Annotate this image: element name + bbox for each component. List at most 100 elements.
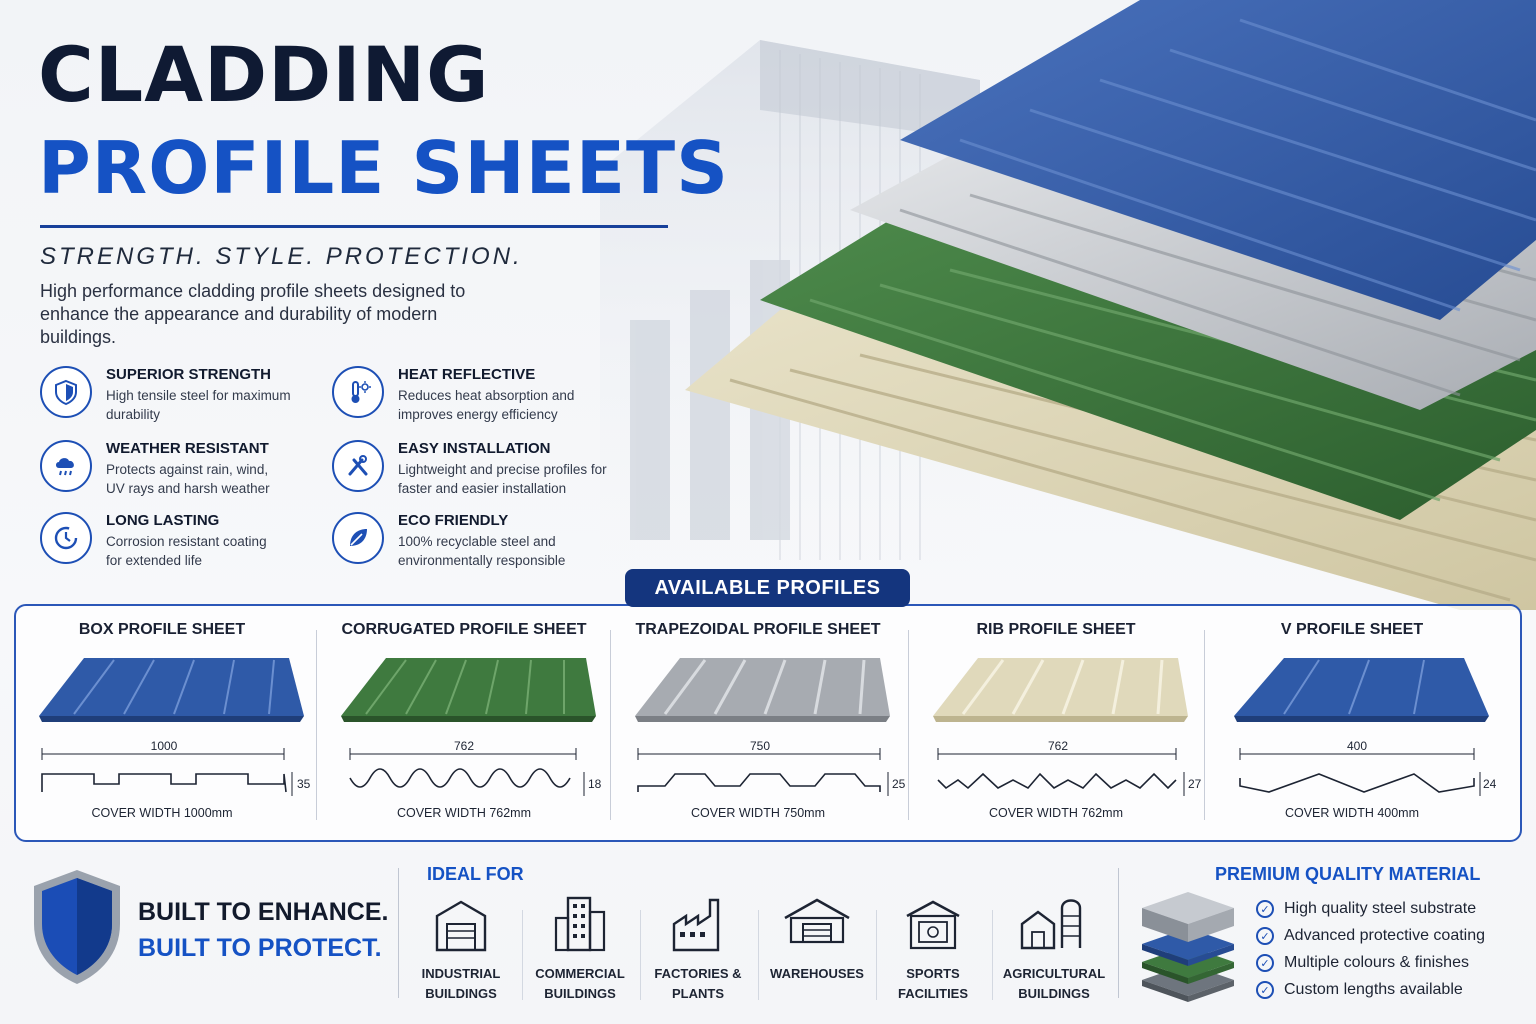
- profile-name: V PROFILE SHEET: [1280, 621, 1424, 638]
- dim-width: 1000: [151, 739, 178, 753]
- feature-title: WEATHER RESISTANT: [106, 440, 269, 457]
- feature-desc: High tensile steel for maximum durabilit…: [106, 388, 291, 422]
- sports-hall-icon: [906, 900, 960, 950]
- profile-box: BOX PROFILE SHEET 1000 35 COVER WIDTH 10…: [14, 606, 311, 840]
- ideal-label-1: AGRICULTURAL: [1002, 966, 1106, 981]
- profile-divider: [908, 630, 909, 820]
- profile-divider: [610, 630, 611, 820]
- cover-width: COVER WIDTH 1000mm: [91, 806, 233, 820]
- section-divider: [1118, 868, 1119, 998]
- premium-item-label: Multiple colours & finishes: [1284, 954, 1469, 971]
- leaf-icon: [332, 512, 384, 564]
- feature-heat-reflective: HEAT REFLECTIVE Reduces heat absorption …: [332, 366, 592, 426]
- cover-width: COVER WIDTH 762mm: [396, 806, 532, 820]
- ideal-label-2: BUILDINGS: [1018, 986, 1090, 1001]
- check-icon: ✓: [1256, 900, 1274, 918]
- feature-title: LONG LASTING: [106, 512, 220, 529]
- ideal-divider: [758, 910, 759, 1000]
- ideal-label-1: FACTORIES &: [654, 966, 742, 981]
- feature-title: ECO FRIENDLY: [398, 512, 509, 529]
- feature-weather-resistant: WEATHER RESISTANT Protects against rain,…: [40, 440, 300, 500]
- trapezoidal-profile-diagram: 750 25: [637, 739, 906, 796]
- ideal-label-1: COMMERCIAL: [535, 966, 625, 981]
- dim-height: 24: [1483, 777, 1497, 791]
- dim-height: 35: [297, 777, 311, 791]
- intro-text: High performance cladding profile sheets…: [40, 281, 466, 347]
- dim-height: 27: [1188, 777, 1202, 791]
- ideal-divider: [640, 910, 641, 1000]
- clock-icon: [40, 512, 92, 564]
- v-profile-image: [1234, 658, 1489, 722]
- section-divider: [398, 868, 399, 998]
- feature-title: HEAT REFLECTIVE: [398, 366, 536, 383]
- corrugated-profile-image: [341, 658, 596, 722]
- dim-width: 762: [454, 739, 474, 753]
- office-buildings-icon: [554, 896, 606, 952]
- profile-name: TRAPEZOIDAL PROFILE SHEET: [635, 621, 881, 638]
- feature-long-lasting: LONG LASTING Corrosion resistant coating…: [40, 512, 300, 572]
- dim-height: 25: [892, 777, 906, 791]
- ideal-factories: FACTORIES & PLANTS: [643, 894, 753, 1004]
- v-profile-diagram: 400 24: [1239, 739, 1497, 796]
- warehouse-icon: [784, 898, 850, 944]
- profile-trapezoidal: TRAPEZOIDAL PROFILE SHEET 750 25 COVER W…: [610, 606, 906, 840]
- check-icon: ✓: [1256, 981, 1274, 999]
- material-layers-icon: [1142, 892, 1234, 1002]
- trapezoidal-profile-image: [635, 658, 890, 722]
- cover-width: COVER WIDTH 750mm: [690, 806, 826, 820]
- shield-emblem-icon: [34, 870, 120, 984]
- ideal-divider: [876, 910, 877, 1000]
- ideal-divider: [992, 910, 993, 1000]
- cover-width: COVER WIDTH 400mm: [1284, 806, 1420, 820]
- profiles-badge: AVAILABLE PROFILES: [625, 569, 910, 607]
- ideal-label-1: SPORTS: [906, 966, 960, 981]
- profile-name: RIB PROFILE SHEET: [976, 621, 1136, 638]
- title-line-1: CLADDING: [38, 30, 490, 119]
- dim-width: 750: [750, 739, 770, 753]
- ideal-label-2: PLANTS: [672, 986, 724, 1001]
- ideal-label-1: INDUSTRIAL: [421, 966, 501, 981]
- feature-superior-strength: SUPERIOR STRENGTH High tensile steel for…: [40, 366, 300, 426]
- ideal-sports: SPORTS FACILITIES: [878, 894, 988, 1004]
- feature-desc: 100% recyclable steel and environmentall…: [398, 534, 566, 568]
- premium-item-label: Advanced protective coating: [1284, 927, 1486, 944]
- ideal-divider: [522, 910, 523, 1000]
- ideal-label-1: WAREHOUSES: [770, 966, 864, 981]
- premium-item: ✓Multiple colours & finishes: [1256, 951, 1469, 975]
- tools-icon: [332, 440, 384, 492]
- check-icon: ✓: [1256, 927, 1274, 945]
- ideal-label-2: FACILITIES: [897, 986, 969, 1001]
- profile-name: BOX PROFILE SHEET: [78, 621, 246, 638]
- profile-corrugated: CORRUGATED PROFILE SHEET 762 18 COVER WI…: [316, 606, 612, 840]
- premium-heading: PREMIUM QUALITY MATERIAL: [1215, 864, 1481, 884]
- ideal-warehouses: WAREHOUSES: [762, 894, 872, 1004]
- garage-icon: [435, 900, 487, 952]
- feature-desc: Reduces heat absorption and improves ene…: [398, 388, 575, 422]
- shield-icon: [40, 366, 92, 418]
- premium-item-label: Custom lengths available: [1284, 981, 1463, 998]
- feature-title: EASY INSTALLATION: [398, 440, 551, 457]
- title-line-2: PROFILE SHEETS: [38, 126, 729, 210]
- stacked-profile-sheets-image: [685, 0, 1536, 610]
- premium-item: ✓ High quality steel substrate: [1256, 897, 1476, 921]
- premium-item: ✓ Advanced protective coating: [1256, 924, 1485, 948]
- box-profile-image: [39, 658, 304, 722]
- profile-divider: [1204, 630, 1205, 820]
- dim-width: 762: [1048, 739, 1068, 753]
- built-line-1: BUILT TO ENHANCE.: [138, 898, 389, 926]
- dim-width: 400: [1347, 739, 1367, 753]
- rib-profile-image: [933, 658, 1188, 722]
- feature-desc: Corrosion resistant coating for extended…: [106, 534, 267, 568]
- ideal-agricultural: AGRICULTURAL BUILDINGS: [999, 894, 1109, 1004]
- premium-item: ✓ Custom lengths available: [1256, 978, 1463, 1002]
- factory-icon: [672, 898, 720, 952]
- profile-divider: [316, 630, 317, 820]
- title-divider: [40, 225, 668, 228]
- cloud-rain-icon: [40, 440, 92, 492]
- profile-v: V PROFILE SHEET 400 24 COVER WIDTH 400mm: [1204, 606, 1500, 840]
- premium-item-label: High quality steel substrate: [1284, 900, 1477, 917]
- dim-height: 18: [588, 777, 602, 791]
- ideal-heading: IDEAL FOR: [427, 864, 524, 884]
